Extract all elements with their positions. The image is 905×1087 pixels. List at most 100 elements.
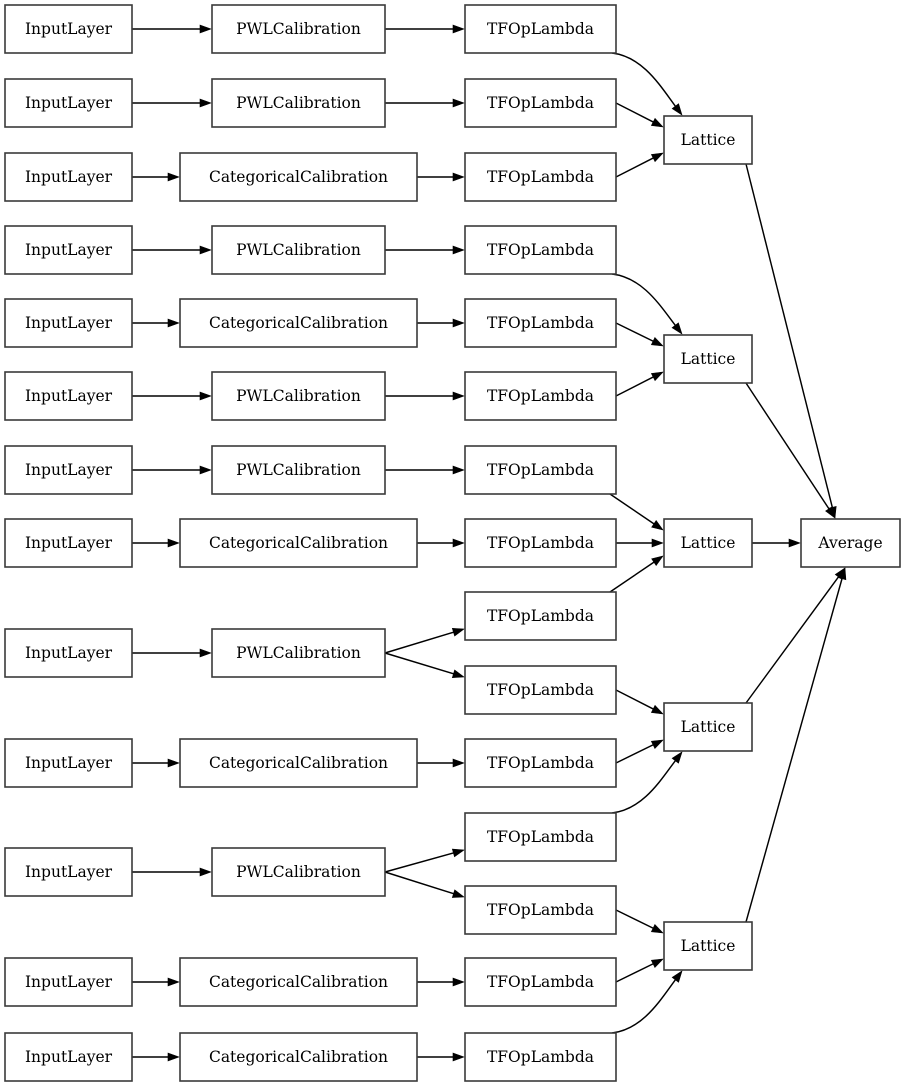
node-box[interactable] bbox=[179, 152, 418, 202]
node-box[interactable] bbox=[4, 371, 133, 421]
node-inputlayer-in5[interactable]: InputLayer bbox=[4, 298, 133, 348]
node-inputlayer-in13[interactable]: InputLayer bbox=[4, 1032, 133, 1082]
node-tfoplambda-op10[interactable]: TFOpLambda bbox=[464, 665, 617, 715]
node-tfoplambda-op1[interactable]: TFOpLambda bbox=[464, 4, 617, 54]
node-tfoplambda-op2[interactable]: TFOpLambda bbox=[464, 78, 617, 128]
node-box[interactable] bbox=[4, 518, 133, 568]
node-pwlcalibration-cal9[interactable]: PWLCalibration bbox=[211, 628, 386, 678]
node-box[interactable] bbox=[663, 518, 753, 568]
node-box[interactable] bbox=[211, 847, 386, 897]
node-inputlayer-in6[interactable]: InputLayer bbox=[4, 371, 133, 421]
node-tfoplambda-op13[interactable]: TFOpLambda bbox=[464, 885, 617, 935]
node-box[interactable] bbox=[211, 371, 386, 421]
node-tfoplambda-op15[interactable]: TFOpLambda bbox=[464, 1032, 617, 1082]
node-box[interactable] bbox=[464, 225, 617, 275]
node-tfoplambda-op8[interactable]: TFOpLambda bbox=[464, 518, 617, 568]
node-tfoplambda-op9[interactable]: TFOpLambda bbox=[464, 591, 617, 641]
node-categoricalcalibration-cal10[interactable]: CategoricalCalibration bbox=[179, 738, 418, 788]
node-box[interactable] bbox=[464, 78, 617, 128]
node-categoricalcalibration-cal13[interactable]: CategoricalCalibration bbox=[179, 1032, 418, 1082]
node-categoricalcalibration-cal5[interactable]: CategoricalCalibration bbox=[179, 298, 418, 348]
node-tfoplambda-op7[interactable]: TFOpLambda bbox=[464, 445, 617, 495]
node-box[interactable] bbox=[211, 445, 386, 495]
node-pwlcalibration-cal7[interactable]: PWLCalibration bbox=[211, 445, 386, 495]
node-inputlayer-in9[interactable]: InputLayer bbox=[4, 628, 133, 678]
node-box[interactable] bbox=[663, 334, 753, 384]
node-box[interactable] bbox=[179, 518, 418, 568]
node-box[interactable] bbox=[4, 445, 133, 495]
node-pwlcalibration-cal4[interactable]: PWLCalibration bbox=[211, 225, 386, 275]
node-box[interactable] bbox=[4, 628, 133, 678]
node-pwlcalibration-cal11[interactable]: PWLCalibration bbox=[211, 847, 386, 897]
node-box[interactable] bbox=[4, 225, 133, 275]
node-box[interactable] bbox=[464, 371, 617, 421]
edge-arrowhead bbox=[650, 704, 664, 715]
node-box[interactable] bbox=[179, 957, 418, 1007]
node-tfoplambda-op5[interactable]: TFOpLambda bbox=[464, 298, 617, 348]
node-box[interactable] bbox=[464, 518, 617, 568]
node-box[interactable] bbox=[663, 115, 753, 165]
node-box[interactable] bbox=[4, 298, 133, 348]
node-inputlayer-in3[interactable]: InputLayer bbox=[4, 152, 133, 202]
node-box[interactable] bbox=[464, 298, 617, 348]
node-box[interactable] bbox=[211, 78, 386, 128]
node-lattice-lat2[interactable]: Lattice bbox=[663, 334, 753, 384]
node-box[interactable] bbox=[464, 4, 617, 54]
node-pwlcalibration-cal2[interactable]: PWLCalibration bbox=[211, 78, 386, 128]
node-box[interactable] bbox=[800, 518, 901, 568]
node-box[interactable] bbox=[464, 665, 617, 715]
node-inputlayer-in12[interactable]: InputLayer bbox=[4, 957, 133, 1007]
node-box[interactable] bbox=[211, 4, 386, 54]
node-categoricalcalibration-cal12[interactable]: CategoricalCalibration bbox=[179, 957, 418, 1007]
node-inputlayer-in4[interactable]: InputLayer bbox=[4, 225, 133, 275]
node-tfoplambda-op11[interactable]: TFOpLambda bbox=[464, 738, 617, 788]
node-tfoplambda-op3[interactable]: TFOpLambda bbox=[464, 152, 617, 202]
node-box[interactable] bbox=[464, 152, 617, 202]
node-box[interactable] bbox=[211, 225, 386, 275]
edge-arrowhead bbox=[167, 318, 180, 328]
node-categoricalcalibration-cal3[interactable]: CategoricalCalibration bbox=[179, 152, 418, 202]
node-inputlayer-in8[interactable]: InputLayer bbox=[4, 518, 133, 568]
node-box[interactable] bbox=[464, 445, 617, 495]
node-box[interactable] bbox=[4, 1032, 133, 1082]
node-box[interactable] bbox=[464, 812, 617, 862]
node-pwlcalibration-cal6[interactable]: PWLCalibration bbox=[211, 371, 386, 421]
node-box[interactable] bbox=[464, 885, 617, 935]
edge-arrowhead bbox=[650, 337, 664, 347]
node-lattice-lat1[interactable]: Lattice bbox=[663, 115, 753, 165]
node-box[interactable] bbox=[4, 738, 133, 788]
node-box[interactable] bbox=[663, 921, 753, 971]
node-box[interactable] bbox=[4, 957, 133, 1007]
node-tfoplambda-op4[interactable]: TFOpLambda bbox=[464, 225, 617, 275]
node-box[interactable] bbox=[179, 738, 418, 788]
node-pwlcalibration-cal1[interactable]: PWLCalibration bbox=[211, 4, 386, 54]
node-box[interactable] bbox=[464, 591, 617, 641]
node-inputlayer-in11[interactable]: InputLayer bbox=[4, 847, 133, 897]
edge-arrowhead bbox=[452, 391, 465, 401]
node-box[interactable] bbox=[211, 628, 386, 678]
node-box[interactable] bbox=[179, 1032, 418, 1082]
node-tfoplambda-op6[interactable]: TFOpLambda bbox=[464, 371, 617, 421]
edge-arrowhead bbox=[825, 506, 836, 519]
node-box[interactable] bbox=[663, 702, 753, 752]
node-box[interactable] bbox=[4, 847, 133, 897]
node-lattice-lat3[interactable]: Lattice bbox=[663, 518, 753, 568]
node-box[interactable] bbox=[464, 1032, 617, 1082]
node-box[interactable] bbox=[464, 738, 617, 788]
node-lattice-lat4[interactable]: Lattice bbox=[663, 702, 753, 752]
node-inputlayer-in1[interactable]: InputLayer bbox=[4, 4, 133, 54]
edge-lattice-to-average bbox=[752, 538, 801, 548]
node-box[interactable] bbox=[4, 78, 133, 128]
node-box[interactable] bbox=[4, 4, 133, 54]
node-box[interactable] bbox=[464, 957, 617, 1007]
node-box[interactable] bbox=[4, 152, 133, 202]
node-inputlayer-in2[interactable]: InputLayer bbox=[4, 78, 133, 128]
node-categoricalcalibration-cal8[interactable]: CategoricalCalibration bbox=[179, 518, 418, 568]
node-tfoplambda-op14[interactable]: TFOpLambda bbox=[464, 957, 617, 1007]
node-box[interactable] bbox=[179, 298, 418, 348]
node-lattice-lat5[interactable]: Lattice bbox=[663, 921, 753, 971]
node-inputlayer-in10[interactable]: InputLayer bbox=[4, 738, 133, 788]
node-average-avg[interactable]: Average bbox=[800, 518, 901, 568]
node-tfoplambda-op12[interactable]: TFOpLambda bbox=[464, 812, 617, 862]
node-inputlayer-in7[interactable]: InputLayer bbox=[4, 445, 133, 495]
